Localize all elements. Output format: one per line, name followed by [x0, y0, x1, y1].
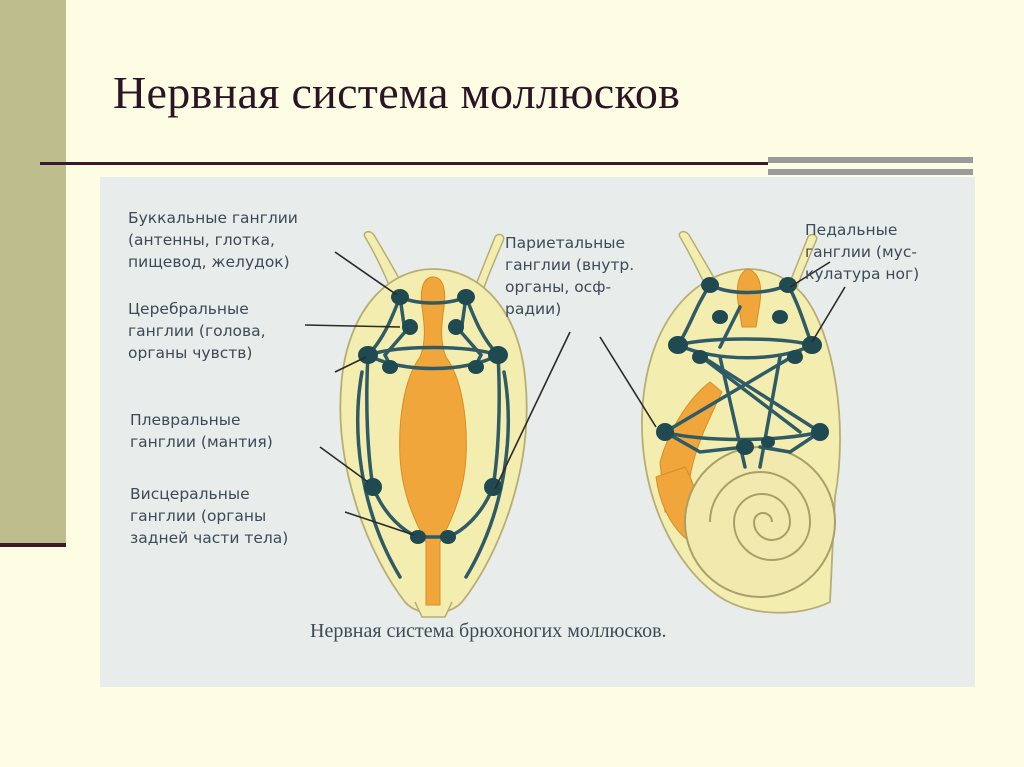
shell — [684, 446, 836, 598]
right-animal — [641, 230, 841, 614]
left-gut — [399, 276, 467, 606]
right-gut-upper — [736, 268, 762, 328]
left-tail — [414, 601, 453, 618]
label-parietal-ganglia: Париетальные ганглии (внутр. органы, осф… — [505, 234, 635, 318]
label-pedal-ganglia: Педальные ганглии (мус- кулатура ног) — [805, 221, 920, 283]
label-buccal-ganglia: Буккальные ганглии (антенны, глотка, пищ… — [128, 209, 298, 271]
sidebar-accent-bar — [0, 0, 66, 545]
title-divider — [40, 162, 970, 165]
figure-panel: Буккальные ганглии (антенны, глотка, пищ… — [100, 177, 975, 687]
title-divider-accent — [768, 157, 973, 175]
label-pleural-ganglia: Плевральные ганглии (мантия) — [130, 411, 273, 451]
label-pointers — [304, 251, 846, 536]
figure-caption: Нервная система брюхоногих моллюсков. — [310, 620, 667, 642]
nervous-system-diagram — [304, 230, 846, 618]
sidebar-accent-underline — [0, 543, 66, 547]
label-cerebral-ganglia: Церебральные ганглии (голова, органы чув… — [128, 300, 266, 362]
slide-title: Нервная система моллюсков — [113, 67, 681, 118]
left-animal — [339, 230, 528, 618]
label-visceral-ganglia: Висцеральные ганглии (органы задней част… — [130, 485, 289, 547]
